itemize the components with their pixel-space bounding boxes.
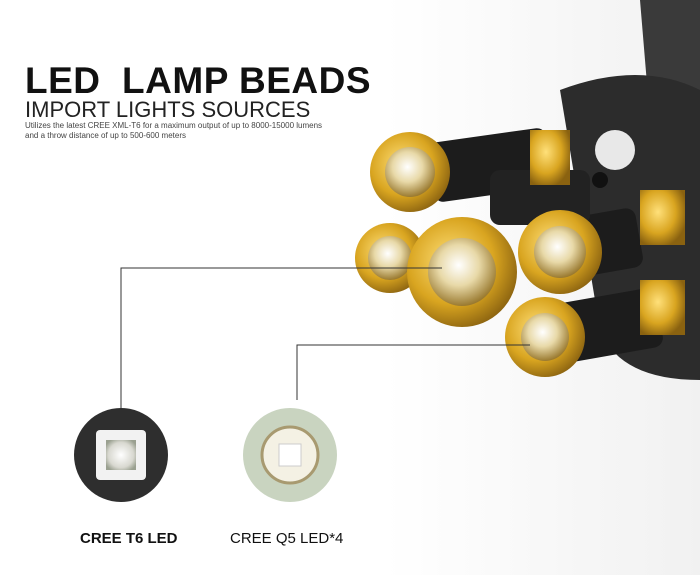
- description: Utilizes the latest CREE XML-T6 for a ma…: [25, 121, 323, 140]
- page-subtitle: IMPORT LIGHTS SOURCES: [25, 97, 311, 122]
- power-button: [592, 172, 608, 188]
- lamp-head-top: [370, 132, 450, 212]
- callout-line-q5: [296, 344, 530, 400]
- lamp-head-right: [518, 210, 602, 294]
- callout-label-q5: CREE Q5 LED*4: [230, 530, 344, 547]
- cree-t6-led-closeup: [74, 408, 168, 502]
- callout-label-t6: CREE T6 LED: [80, 530, 178, 547]
- cree-q5-led-closeup: [243, 408, 337, 502]
- lamp-head-bottom: [505, 297, 585, 377]
- callout-line-t6: [120, 267, 442, 410]
- page-title: LED LAMP BEADS: [25, 60, 372, 101]
- sensor-window: [595, 130, 635, 170]
- lamp-head-center: [407, 217, 517, 327]
